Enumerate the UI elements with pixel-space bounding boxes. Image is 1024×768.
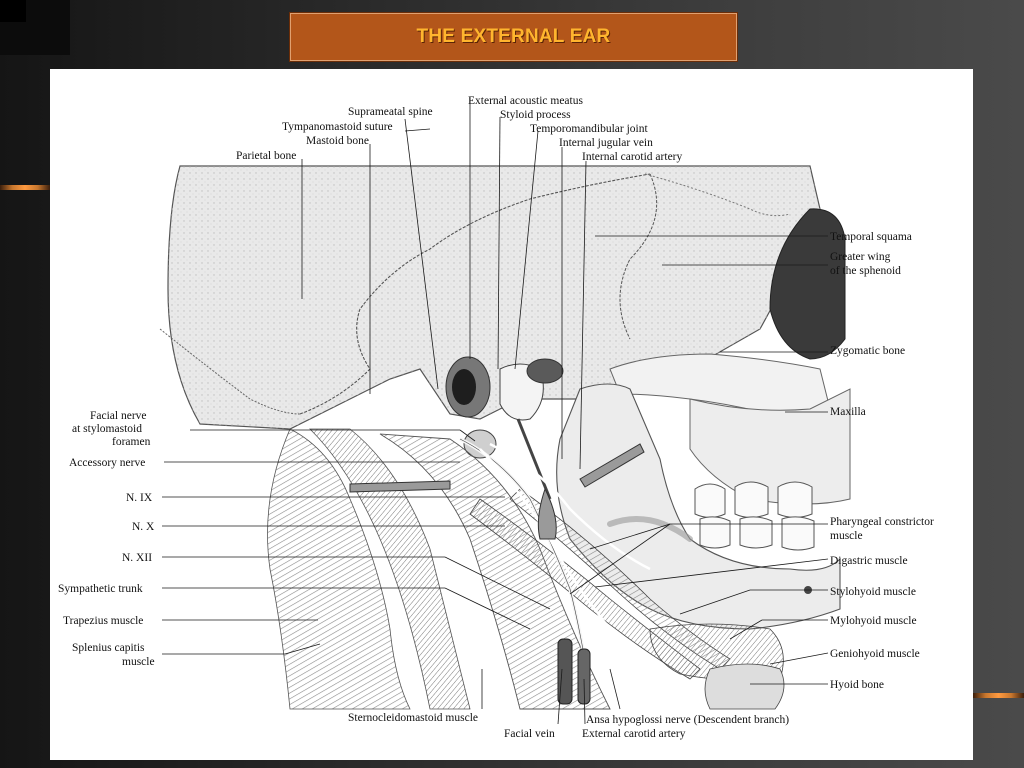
leader-geniohyoid <box>769 652 829 665</box>
lower-tooth <box>699 516 731 549</box>
label-mastoid-bone: Mastoid bone <box>306 135 369 147</box>
label-temporomandibular-joint: Temporomandibular joint <box>530 123 648 135</box>
label-facial-nerve-line2: at stylomastoid <box>72 423 142 435</box>
lower-tooth <box>739 516 773 549</box>
corner-block <box>0 0 26 22</box>
leader-sympathetic-trunk-2 <box>444 587 531 630</box>
label-maxilla: Maxilla <box>830 406 866 418</box>
ear-region <box>445 356 564 500</box>
diagram-panel: Suprameatal spine External acoustic meat… <box>50 69 973 760</box>
leader-temporomandibular-joint <box>514 130 539 370</box>
label-sternocleidomastoid-muscle: Sternocleidomastoid muscle <box>348 712 478 724</box>
leader-n-xii-2 <box>444 556 551 610</box>
leader-lines <box>162 97 829 725</box>
nerve-trunk-outline <box>459 438 591 690</box>
label-zygomatic-bone: Zygomatic bone <box>830 345 905 357</box>
label-parietal-bone: Parietal bone <box>236 150 296 162</box>
hyoid-bone-shape <box>704 663 785 710</box>
label-splenius-line1: Splenius capitis <box>72 642 145 654</box>
digastric-shape <box>469 498 701 680</box>
anatomy-diagram: Suprameatal spine External acoustic meat… <box>58 95 934 740</box>
label-splenius-line2: muscle <box>122 656 155 668</box>
retractor-right <box>579 443 645 488</box>
slide-title-box: THE EXTERNAL EAR <box>290 13 737 61</box>
leader-digastric <box>594 558 829 588</box>
label-ansa-hypoglossi: Ansa hypoglossi nerve (Descendent branch… <box>586 714 789 726</box>
label-styloid-process: Styloid process <box>500 109 571 121</box>
leader-pharyngeal-3 <box>569 523 671 595</box>
label-trapezius-muscle: Trapezius muscle <box>63 615 143 627</box>
left-accent-stripe <box>0 185 50 190</box>
leader-styloid-process <box>497 116 501 370</box>
label-hyoid-bone: Hyoid bone <box>830 679 884 691</box>
upper-tooth <box>734 481 769 518</box>
neck-muscles <box>267 428 785 710</box>
coronal-suture <box>644 173 791 217</box>
label-sympathetic-trunk: Sympathetic trunk <box>58 583 143 595</box>
squamous-suture <box>299 173 651 415</box>
right-accent-stripe <box>973 693 1024 698</box>
label-geniohyoid-muscle: Geniohyoid muscle <box>830 648 920 660</box>
label-greater-wing-line2: of the sphenoid <box>830 265 901 277</box>
label-accessory-nerve: Accessory nerve <box>69 457 145 469</box>
teeth <box>694 481 815 551</box>
label-internal-jugular-vein: Internal jugular vein <box>559 137 653 149</box>
mastoid-process-shape <box>463 429 497 459</box>
label-internal-carotid-artery: Internal carotid artery <box>582 151 682 163</box>
leader-suprameatal-spine <box>404 118 439 390</box>
label-n-xii: N. XII <box>122 552 152 564</box>
label-greater-wing-line1: Greater wing <box>830 251 891 263</box>
leader-tympanomastoid-suture <box>404 128 431 132</box>
upper-tooth <box>777 481 813 518</box>
label-external-acoustic-meatus: External acoustic meatus <box>468 95 583 107</box>
skull-illustration <box>159 165 851 630</box>
label-n-x: N. X <box>132 521 155 533</box>
leader-internal-carotid-artery <box>579 160 587 470</box>
diagram-labels: Suprameatal spine External acoustic meat… <box>58 95 934 740</box>
lambdoid-suture <box>159 328 301 415</box>
label-n-ix: N. IX <box>126 492 153 504</box>
label-external-carotid-artery: External carotid artery <box>582 728 686 740</box>
label-mylohyoid-muscle: Mylohyoid muscle <box>830 615 917 627</box>
leader-facial-vein <box>557 668 563 725</box>
orbit <box>769 208 846 360</box>
slide-title: THE EXTERNAL EAR <box>416 26 611 47</box>
label-tympanomastoid-suture: Tympanomastoid suture <box>282 121 393 133</box>
facial-vein-shape <box>557 638 573 705</box>
label-stylohyoid-muscle: Stylohyoid muscle <box>830 586 916 598</box>
maxilla-bone <box>689 388 851 505</box>
label-temporal-squama: Temporal squama <box>830 231 912 243</box>
leader-facial-nerve-2 <box>459 429 476 442</box>
label-pharyngeal-line1: Pharyngeal constrictor <box>830 516 934 528</box>
retractor-left <box>349 480 451 493</box>
leader-stylohyoid <box>679 589 751 615</box>
upper-tooth <box>694 483 726 518</box>
sternocleidomastoid-shape <box>379 433 611 710</box>
label-pharyngeal-line2: muscle <box>830 530 863 542</box>
leader-external-carotid <box>583 678 586 725</box>
leader-ansa-hypoglossi <box>609 668 621 710</box>
temporomandibular-fossa <box>526 358 564 384</box>
leader-splenius-2 <box>284 643 321 655</box>
label-facial-nerve-line3: foramen <box>112 436 151 448</box>
external-carotid-shape <box>577 648 591 705</box>
trapezius-shape <box>267 428 411 710</box>
retracted-tissue <box>537 487 557 540</box>
meatus-canal <box>452 369 476 405</box>
styloid-process-shape <box>516 418 552 500</box>
label-suprameatal-spine: Suprameatal spine <box>348 106 433 118</box>
sphenoid-suture <box>619 173 658 340</box>
lower-tooth <box>781 516 815 551</box>
label-facial-vein: Facial vein <box>504 728 555 740</box>
label-facial-nerve-line1: Facial nerve <box>90 410 147 422</box>
mandible-shadow <box>607 516 693 542</box>
leader-mylohyoid <box>729 619 763 640</box>
label-digastric-muscle: Digastric muscle <box>830 555 908 567</box>
leader-pharyngeal-2 <box>589 523 671 550</box>
